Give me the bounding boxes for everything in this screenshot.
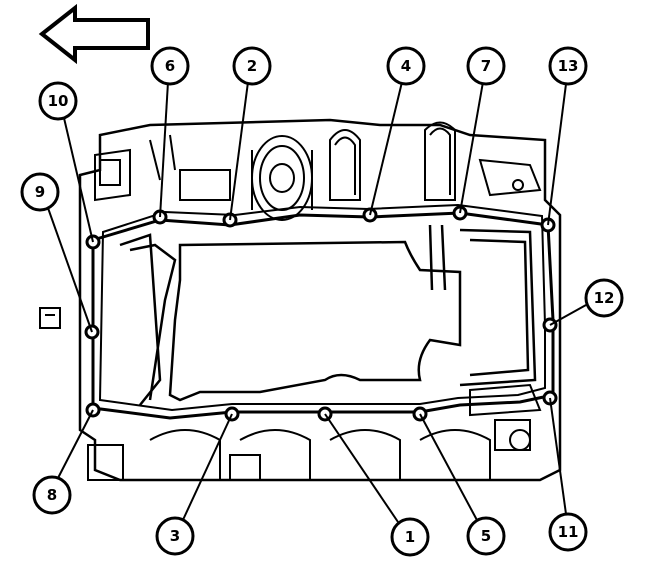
svg-text:1: 1 <box>405 528 415 546</box>
svg-text:5: 5 <box>481 527 491 545</box>
svg-text:9: 9 <box>35 183 45 201</box>
gasket-perimeter <box>91 203 555 420</box>
svg-text:2: 2 <box>247 57 257 75</box>
callout-11: 11 <box>548 512 588 552</box>
callout-1: 1 <box>390 517 430 557</box>
callouts: 1 2 3 4 5 6 7 8 <box>20 46 624 557</box>
callout-4: 4 <box>386 46 426 86</box>
svg-text:7: 7 <box>481 57 491 75</box>
callout-5: 5 <box>466 516 506 556</box>
callout-7: 7 <box>466 46 506 86</box>
svg-text:13: 13 <box>558 57 579 75</box>
callout-13: 13 <box>548 46 588 86</box>
svg-text:8: 8 <box>47 486 57 504</box>
svg-text:12: 12 <box>594 289 615 307</box>
leader-lines <box>47 81 587 523</box>
svg-text:10: 10 <box>48 92 69 110</box>
svg-text:4: 4 <box>401 57 411 75</box>
manifold-opening <box>119 224 537 406</box>
callout-2: 2 <box>232 46 272 86</box>
callout-12: 12 <box>584 278 624 318</box>
svg-text:11: 11 <box>558 523 579 541</box>
callout-8: 8 <box>32 475 72 515</box>
callout-9: 9 <box>20 172 60 212</box>
top-components <box>94 121 542 221</box>
lower-block-details <box>39 307 542 481</box>
engine-block-outline <box>78 118 562 482</box>
arrow-left-icon <box>38 3 150 65</box>
callout-10: 10 <box>38 81 78 121</box>
callout-6: 6 <box>150 46 190 86</box>
callout-3: 3 <box>155 516 195 556</box>
svg-text:6: 6 <box>165 57 175 75</box>
svg-text:3: 3 <box>170 527 180 545</box>
